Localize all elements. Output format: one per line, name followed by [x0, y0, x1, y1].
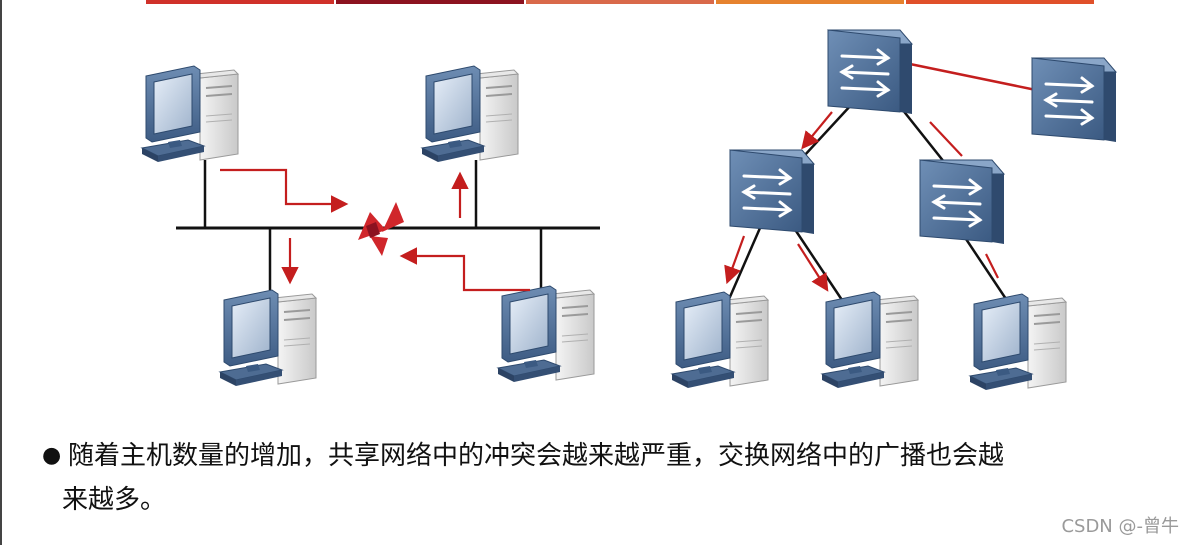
switch-icon-a — [728, 148, 816, 236]
bullet-icon: ● — [42, 443, 62, 468]
link-sw-b-pc-3 — [958, 229, 1014, 309]
top-color-bar — [146, 0, 1094, 4]
link-sw-a-pc-1 — [724, 227, 762, 307]
top-bar-segment-2 — [336, 0, 524, 4]
link-core-sw-right — [909, 62, 1037, 92]
pc-icon-switched-2 — [821, 291, 919, 389]
link-sw-a-pc-2 — [792, 227, 848, 307]
pc-icon-shared-2 — [421, 65, 519, 163]
watermark: CSDN @-曾牛 — [1061, 516, 1179, 537]
switch-icon-right — [1030, 56, 1118, 144]
pc-icon-shared-4 — [497, 285, 595, 383]
shared-network — [141, 65, 600, 387]
broadcast-arrow-3 — [724, 235, 746, 285]
flow-arrow-1 — [220, 168, 349, 213]
broadcast-mark-5 — [985, 253, 999, 279]
broadcast-arrow-4 — [797, 243, 829, 292]
pc-icon-shared-3 — [219, 289, 317, 387]
caption-line-2: 来越多。 — [62, 485, 167, 515]
collision-burst-icon — [358, 202, 404, 256]
switched-network — [671, 28, 1118, 391]
broadcast-mark-2 — [929, 121, 963, 157]
pc-icon-switched-1 — [671, 291, 769, 389]
top-bar-segment-5 — [906, 0, 1094, 4]
broadcast-arrow-1 — [801, 111, 833, 150]
top-bar-segment-4 — [716, 0, 904, 4]
top-bar-segment-3 — [526, 0, 714, 4]
network-diagram — [141, 28, 1118, 391]
pc-icon-shared-1 — [141, 65, 239, 163]
switch-icon-b — [918, 158, 1006, 246]
caption-text: ●随着主机数量的增加，共享网络中的冲突会越来越严重，交换网络中的广播也会越 来越… — [42, 434, 1152, 522]
pc-icon-switched-3 — [969, 293, 1067, 391]
top-bar-segment-1 — [146, 0, 334, 4]
left-border — [0, 0, 2, 545]
caption-line-1: 随着主机数量的增加，共享网络中的冲突会越来越严重，交换网络中的广播也会越 — [68, 441, 1005, 471]
flow-arrow-3 — [399, 247, 530, 292]
switch-icon-core — [826, 28, 914, 116]
